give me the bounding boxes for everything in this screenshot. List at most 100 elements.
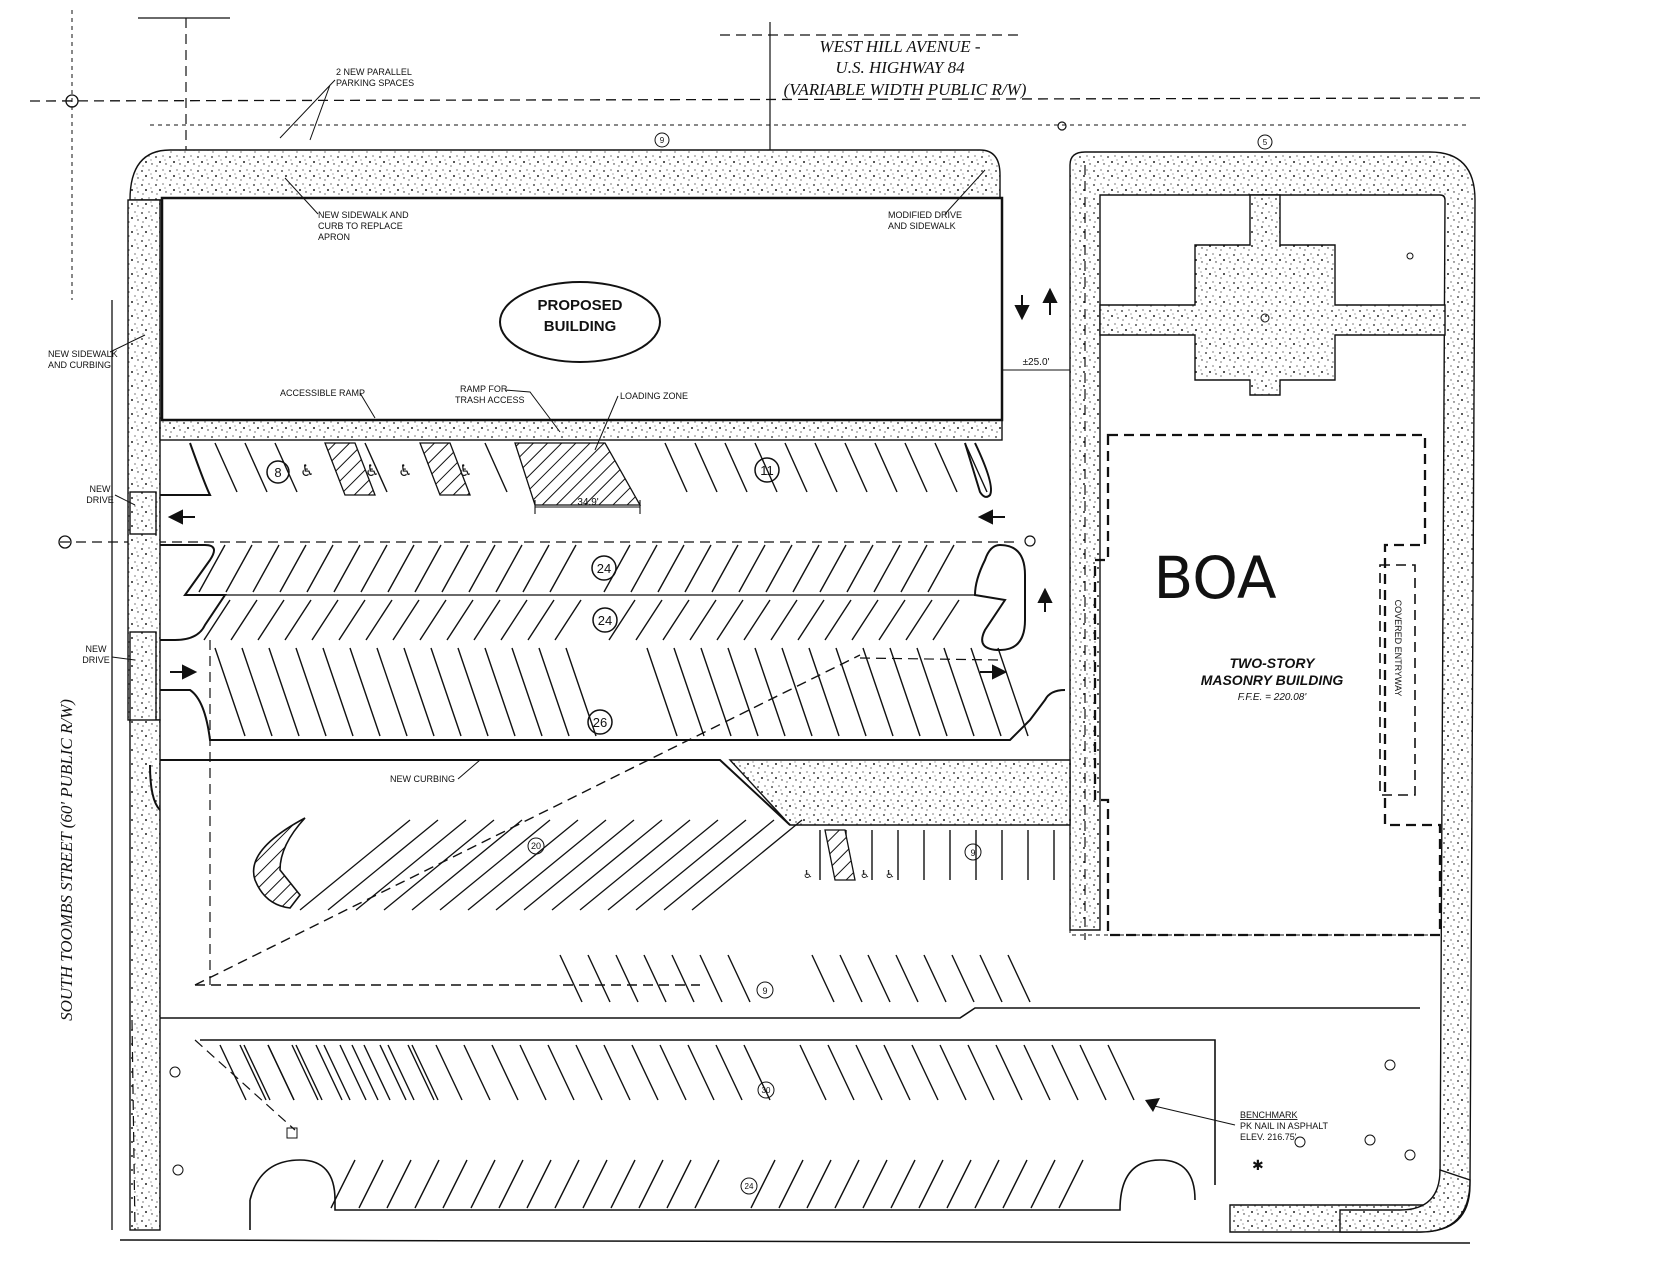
stall-stripe: [603, 1044, 631, 1101]
svg-text:20: 20: [531, 841, 541, 851]
stall-stripe: [351, 1044, 379, 1101]
stall-stripe: [365, 599, 393, 641]
north-street-label-2: U.S. HIGHWAY 84: [835, 58, 965, 77]
stall-stripe: [364, 442, 388, 493]
stall-stripe: [495, 819, 607, 911]
svg-text:9: 9: [660, 136, 665, 145]
stall-stripe: [765, 544, 793, 593]
stall-stripe: [689, 599, 717, 641]
stall-stripe: [579, 819, 691, 911]
stall-stripe: [575, 1044, 603, 1101]
stall-stripe: [355, 819, 467, 911]
stall-stripe: [495, 544, 523, 593]
stall-stripe: [523, 819, 635, 911]
svg-text:♿: ♿: [300, 461, 314, 480]
stall-stripe: [439, 819, 551, 911]
accessible-aisle-2: [419, 442, 471, 496]
stall-stripe: [1030, 1159, 1056, 1209]
stall-count-circle: 26: [587, 709, 613, 735]
stall-stripe: [967, 1044, 995, 1101]
stall-stripe: [844, 442, 868, 493]
stall-stripe: [878, 599, 906, 641]
new-drive-apron-lower: [129, 631, 157, 723]
street-labels: WEST HILL AVENUE - U.S. HIGHWAY 84 (VARI…: [57, 37, 1027, 1021]
stall-stripe: [700, 647, 732, 737]
stall-stripe: [323, 1044, 351, 1101]
stall-stripe: [663, 819, 775, 911]
stall-count-circle: 9: [964, 843, 982, 861]
svg-text:♿: ♿: [398, 461, 412, 480]
stall-stripe: [806, 1159, 832, 1209]
svg-text:11: 11: [760, 463, 774, 478]
stall-stripe: [851, 599, 879, 641]
proposed-building-label-2: BUILDING: [544, 318, 617, 335]
new-drive-lower-label-2: DRIVE: [82, 655, 110, 665]
stall-stripe: [778, 1159, 804, 1209]
stall-stripe: [565, 647, 597, 737]
stall-stripe: [219, 1044, 247, 1101]
ramp-trash-label-1: RAMP FOR: [460, 384, 508, 394]
covered-entryway-label: COVERED ENTRYWAY: [1393, 600, 1403, 697]
stall-stripe: [770, 599, 798, 641]
svg-text:9: 9: [970, 848, 975, 858]
stall-count-circle: 24: [740, 1177, 758, 1195]
stall-stripe: [615, 954, 639, 1003]
stall-stripe: [635, 599, 663, 641]
stall-stripe: [306, 544, 334, 593]
stall-stripe: [498, 1159, 524, 1209]
stall-stripe: [932, 599, 960, 641]
stall-stripe: [727, 954, 751, 1003]
stall-stripe: [839, 954, 863, 1003]
stall-stripe: [630, 544, 658, 593]
stall-stripe: [468, 544, 496, 593]
stall-stripe: [1079, 1044, 1107, 1101]
existing-building-label-1: TWO-STORY: [1229, 655, 1316, 671]
new-sidewalk-curbing-label-2: AND CURBING: [48, 360, 111, 370]
existing-building: BOA TWO-STORY MASONRY BUILDING F.F.E. = …: [1093, 433, 1442, 937]
stall-stripe: [883, 1044, 911, 1101]
stall-stripe: [715, 1044, 743, 1101]
accessible-ramp-label: ACCESSIBLE RAMP: [280, 388, 365, 398]
post-icon: [1260, 313, 1270, 323]
loading-zone-area: [514, 442, 642, 506]
tree-icon: [169, 1066, 181, 1078]
loading-zone-label: LOADING ZONE: [620, 391, 688, 401]
stall-count-circle: 20: [527, 837, 545, 855]
stall-stripe: [784, 442, 808, 493]
stall-stripe: [799, 1044, 827, 1101]
svg-text:5: 5: [1263, 138, 1268, 147]
stall-stripe: [295, 1044, 323, 1101]
traffic-arrows: [167, 287, 1058, 680]
svg-text:26: 26: [593, 715, 607, 730]
north-sidewalk: [129, 149, 1001, 201]
stall-stripe: [491, 1044, 519, 1101]
stall-stripe: [392, 599, 420, 641]
stall-stripe: [631, 1044, 659, 1101]
parallel-parking-label-2: PARKING SPACES: [336, 78, 414, 88]
benchmark-line-1: PK NAIL IN ASPHALT: [1240, 1121, 1329, 1131]
stall-stripe: [911, 1044, 939, 1101]
stall-stripe: [403, 647, 435, 737]
ramp-trash-label-2: TRASH ACCESS: [455, 395, 525, 405]
stall-stripe: [239, 1044, 267, 1101]
handicap-lot-sidewalk: [728, 759, 1071, 826]
courtyard-walks: [1099, 194, 1446, 396]
stall-stripe: [808, 647, 840, 737]
stall-stripe: [387, 544, 415, 593]
stall-stripe: [333, 544, 361, 593]
stall-stripe: [1002, 1159, 1028, 1209]
sidewalks: [127, 149, 1476, 1233]
stall-stripe: [951, 954, 975, 1003]
stall-stripe: [484, 442, 508, 493]
curbs: [149, 442, 1420, 1230]
stall-stripe: [867, 954, 891, 1003]
stall-stripe: [587, 954, 611, 1003]
stall-stripe: [673, 647, 705, 737]
drive-width-dimension: ±25.0': [1023, 357, 1050, 368]
stall-stripe: [252, 544, 280, 593]
new-drive-apron-upper: [129, 491, 157, 535]
stall-stripe: [379, 1044, 407, 1101]
stall-stripe: [834, 1159, 860, 1209]
north-street-label-1: WEST HILL AVENUE -: [819, 37, 980, 56]
